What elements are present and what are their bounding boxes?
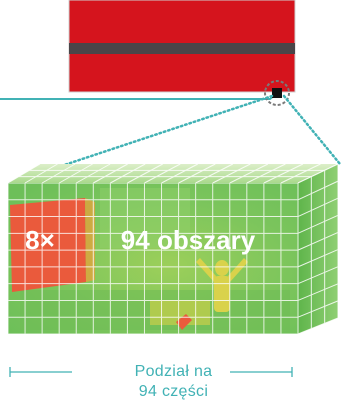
grid-line [161,163,198,184]
division-caption: Podział na 94 części [0,362,347,402]
grid-line [212,163,251,184]
multiplier-label: 8× [25,225,55,255]
grid-line [24,163,58,184]
grid-line [263,163,304,184]
grid-line [297,214,339,234]
sensor-module [68,0,296,93]
grid-line [246,163,286,184]
grid-line [93,163,128,184]
block-top-face [7,163,339,184]
grid-line [297,197,339,218]
grid-line [41,163,76,184]
grid-line [297,180,339,201]
grid-line [297,300,339,318]
grid-line [75,163,111,184]
grid-line [297,266,339,285]
person-silhouette [196,258,248,312]
grid-line [297,231,339,251]
dimension-line [9,367,293,377]
areas-label: 94 obszary [121,225,256,255]
grid-line [127,163,163,184]
grid-line [110,163,146,184]
grid-line [144,163,181,184]
grid-line [297,163,339,184]
block-side-face [297,163,339,335]
hot-window-region [10,198,86,292]
selected-pixel [272,88,282,98]
thermal-front-face [8,183,298,334]
connector-line [0,93,277,100]
grid-line [7,163,41,184]
grid-line [297,249,339,268]
projection-line-right [282,94,342,166]
grid-line [195,163,234,184]
caption-line-1: Podział na [134,363,213,380]
grid-line [280,163,321,184]
grid-line [297,317,339,335]
grid-line [178,163,216,184]
grid-line [229,163,269,184]
caption-line-2: 94 części [138,383,209,400]
grid-line [58,163,93,184]
grid-line [297,283,339,301]
zoom-circle [264,80,290,106]
